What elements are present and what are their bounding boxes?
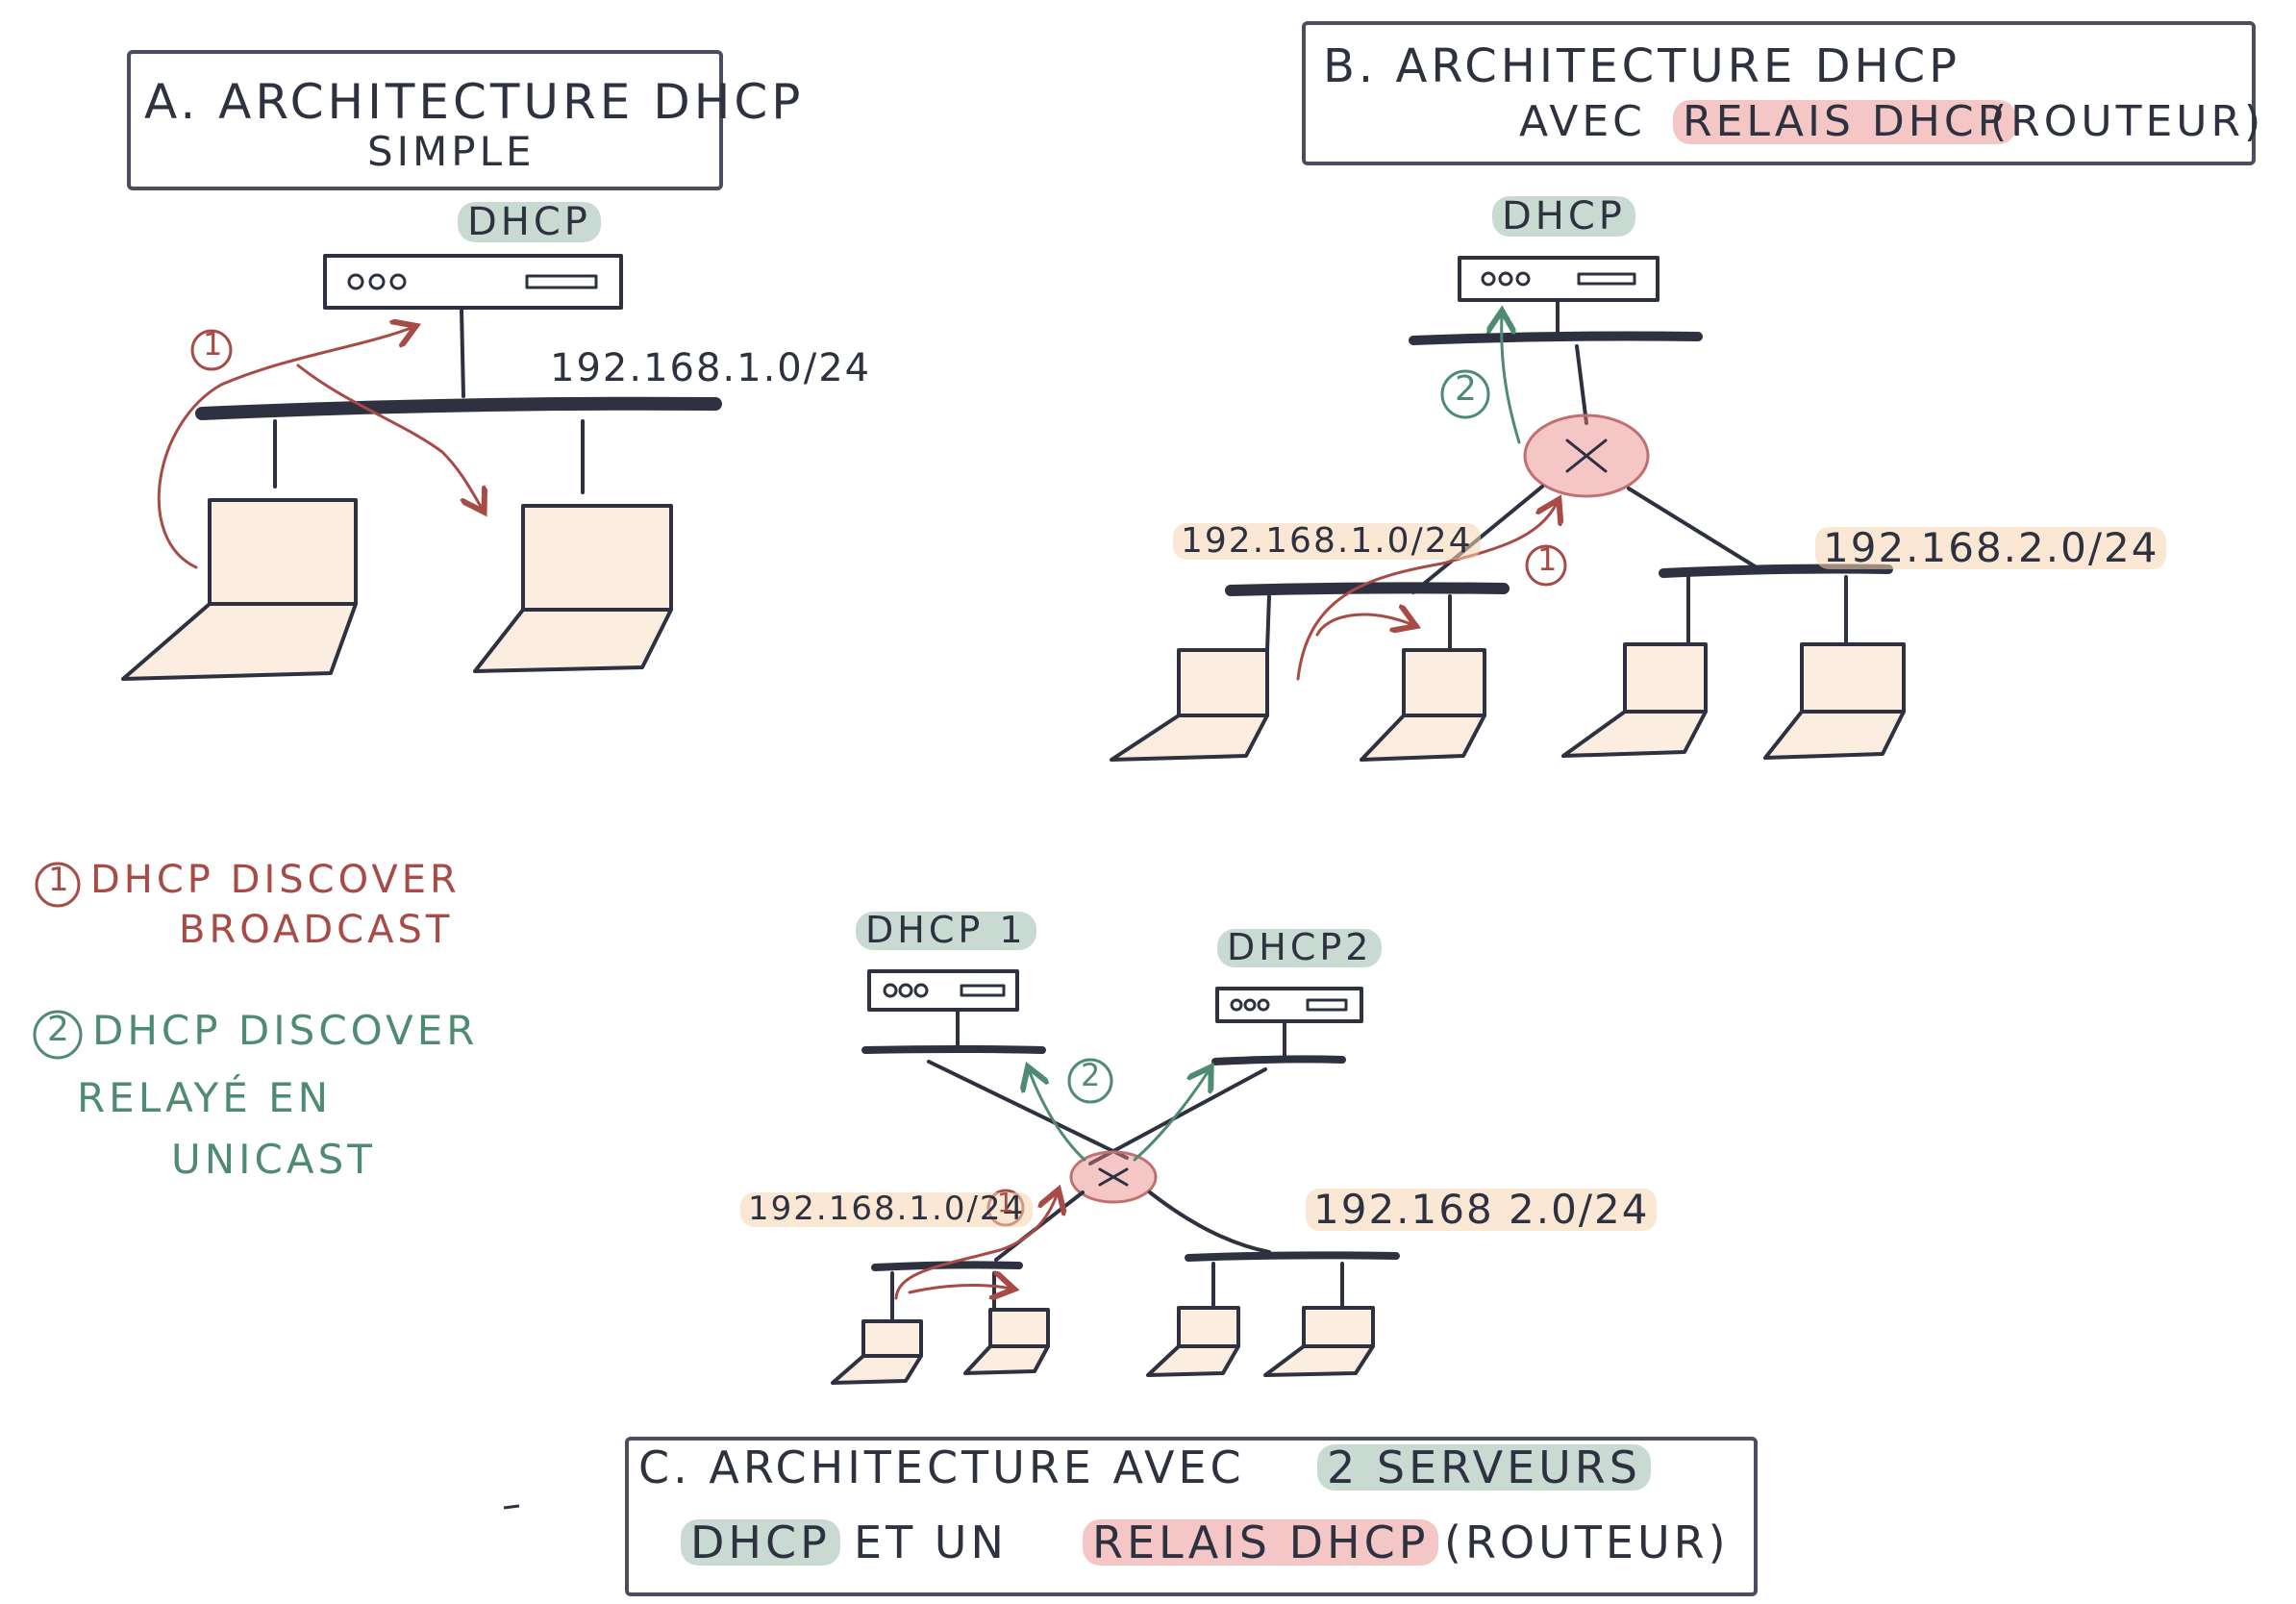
router-c <box>1069 1150 1158 1204</box>
laptop-a2 <box>473 504 673 673</box>
router-b-right-link <box>1627 487 1761 571</box>
step-two-circle-b <box>1440 369 1490 419</box>
legend-item1-line1: DHCP DISCOVER <box>90 858 461 902</box>
title-c-routeur: (ROUTEUR) <box>1444 1516 1730 1568</box>
title-c-line1: C. ARCHITECTURE AVEC <box>638 1441 1245 1493</box>
router-b-uplink <box>1575 344 1588 425</box>
title-box-a <box>127 50 723 190</box>
step-two-number-b: 2 <box>1455 369 1479 409</box>
title-a-line1: A. ARCHITECTURE DHCP <box>144 74 805 130</box>
router-b <box>1523 414 1650 498</box>
server-a-drop <box>460 308 465 398</box>
diagram-b <box>1110 256 1906 762</box>
step-one-number-c: 1 <box>997 1187 1016 1218</box>
step-two-circle-c <box>1067 1058 1113 1104</box>
title-a-line2: SIMPLE <box>367 128 536 175</box>
title-b-routeur: (ROUTEUR) <box>1990 97 2265 146</box>
title-c-serveurs: 2 SERVEURS <box>1317 1444 1651 1491</box>
broadcast-arrow-c-to-router <box>894 1192 1058 1300</box>
title-c-relais-dhcp: RELAIS DHCP <box>1083 1519 1439 1566</box>
server-c1 <box>867 969 1019 1012</box>
server-label-c2: DHCP2 <box>1217 928 1383 967</box>
laptop-b4 <box>1763 642 1906 760</box>
laptop-b2 <box>1360 648 1486 762</box>
laptop-b1 <box>1110 648 1269 762</box>
server-label-c1: DHCP 1 <box>856 911 1036 950</box>
switch-c-top-right <box>1211 1055 1346 1065</box>
unicast-arrow-b <box>1502 313 1521 444</box>
title-box-c <box>625 1437 1758 1596</box>
legend-item2-line1: DHCP DISCOVER <box>92 1007 479 1054</box>
legend-step-one-circle <box>35 862 81 908</box>
unicast-arrow-c2 <box>1133 1069 1210 1162</box>
legend-item2-line2: RELAYÉ EN <box>77 1074 333 1121</box>
switch-b-left <box>1225 582 1510 596</box>
diagram-a <box>121 254 722 681</box>
subnet-label-b-right: 192.168.2.0/24 <box>1815 526 2167 570</box>
laptop-a1 <box>121 498 358 681</box>
legend-item2-line3: UNICAST <box>171 1136 376 1183</box>
step-one-number-b: 1 <box>1537 541 1560 578</box>
broadcast-arrow-b-to-laptop <box>1315 614 1413 637</box>
step-one-circle-a <box>190 329 233 371</box>
server-label-b: DHCP <box>1492 196 1635 237</box>
subnet-label-a: 192.168.1.0/24 <box>550 346 872 390</box>
switch-b-top <box>1409 331 1703 345</box>
broadcast-arrow-b-to-router <box>1296 502 1558 681</box>
unicast-arrow-c1 <box>1029 1069 1086 1162</box>
laptop-c2 <box>963 1308 1050 1375</box>
title-b-relais-dhcp: RELAIS DHCP <box>1673 99 2017 145</box>
broadcast-arrow-a-to-laptop <box>296 363 483 510</box>
laptop-b3 <box>1561 642 1708 758</box>
subnet-label-c-right: 192.168 2.0/24 <box>1306 1188 1658 1232</box>
server-label-a: DHCP <box>458 202 601 242</box>
diagram-c <box>831 969 1400 1385</box>
broadcast-arrow-c-to-laptop <box>908 1286 1011 1292</box>
server-c2 <box>1215 987 1363 1023</box>
server-a <box>323 254 623 310</box>
server-b <box>1458 256 1660 302</box>
legend-step-two-number: 2 <box>47 1010 71 1049</box>
legend-step-two-circle <box>33 1010 83 1060</box>
title-b-avec: AVEC <box>1519 97 1646 146</box>
laptop-c3 <box>1146 1306 1240 1377</box>
switch-a <box>195 396 722 420</box>
step-one-circle-b <box>1525 544 1567 587</box>
laptop-c4 <box>1263 1306 1375 1377</box>
subnet-label-c-left: 192.168.1.0/24 <box>740 1191 1034 1227</box>
title-box-b <box>1302 21 2256 165</box>
switch-c-left <box>871 1261 1023 1271</box>
legend-step-one-number: 1 <box>48 861 71 899</box>
switch-c-top-left <box>861 1045 1046 1054</box>
title-c-dhcp: DHCP <box>681 1519 840 1566</box>
title-b-line1: B. ARCHITECTURE DHCP <box>1323 39 1961 93</box>
step-one-number-a: 1 <box>203 326 225 363</box>
laptop-c1 <box>831 1319 923 1385</box>
broadcast-arrow-a-to-server <box>157 327 413 569</box>
subnet-label-b-left: 192.168.1.0/24 <box>1173 523 1481 560</box>
title-c-et-un: ET UN <box>854 1516 1008 1568</box>
pencil-mark <box>503 1504 520 1510</box>
step-two-number-c: 2 <box>1081 1057 1103 1093</box>
legend-item1-line2: BROADCAST <box>179 908 454 952</box>
switch-c-right <box>1185 1251 1400 1262</box>
